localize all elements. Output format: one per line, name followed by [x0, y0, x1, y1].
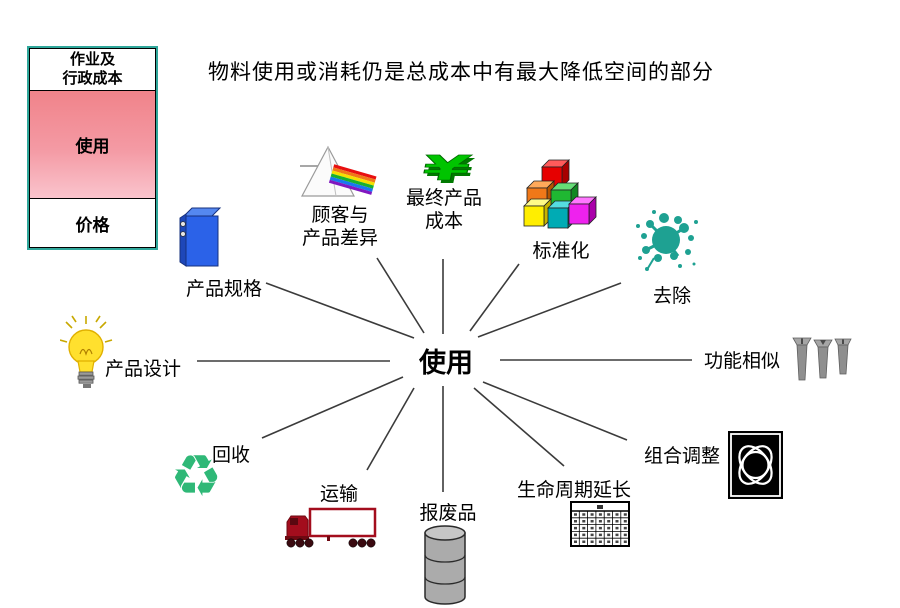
recycle-icon: ♻ [170, 442, 222, 510]
spoke-label-product-design: 产品设计 [104, 359, 181, 380]
knot-icon [728, 431, 783, 499]
spoke-line [265, 282, 415, 339]
spoke-line [477, 282, 622, 338]
bulb-icon [60, 315, 113, 388]
cost-bar-price-section: 价格 [29, 199, 156, 248]
hub-label: 使用 [412, 341, 480, 380]
spoke-label-standardization: 标准化 [532, 241, 590, 262]
spoke-label-customer-difference-line2: 产品差异 [301, 228, 378, 249]
svg-text:¥: ¥ [419, 148, 475, 188]
spoke-label-removal: 去除 [652, 286, 691, 307]
spoke-label-final-product-cost: 最终产品 成本 [398, 187, 490, 233]
blocks-icon [523, 159, 597, 229]
slide-title: 物料使用或消耗仍是总成本中有最大降低空间的部分 [208, 60, 714, 84]
spoke-label-final-product-cost-line2: 成本 [424, 211, 463, 232]
prism-icon [300, 145, 377, 197]
spoke-line [366, 387, 415, 471]
binder-icon [179, 207, 222, 267]
spoke-line [473, 387, 565, 467]
money-icon: ¥ ¥ [418, 148, 478, 190]
cost-bar-use-label: 使用 [75, 137, 110, 156]
spoke-line [469, 263, 520, 332]
spoke-label-similar-function: 功能相似 [703, 351, 780, 372]
cost-bar-admin-line1: 作业及 [69, 51, 115, 68]
cost-bar-use-section: 使用 [29, 91, 156, 199]
spoke-label-recycling: 回收 [211, 445, 250, 466]
spoke-label-transport: 运输 [319, 484, 358, 505]
spoke-label-lifecycle-extension: 生命周期延长 [516, 480, 631, 501]
spoke-line [261, 376, 404, 439]
screws-icon [792, 337, 852, 381]
spoke-label-final-product-cost-line1: 最终产品 [405, 188, 482, 209]
splat-icon [636, 210, 698, 271]
spoke-label-portfolio-adjustment: 组合调整 [643, 446, 720, 467]
cost-bar: 作业及 行政成本 使用 价格 [27, 46, 158, 250]
spoke-line [482, 381, 628, 441]
spoke-label-scrap: 报废品 [419, 503, 477, 524]
spoke-label-product-spec: 产品规格 [185, 279, 262, 300]
svg-text:¥: ¥ [422, 151, 478, 190]
drum-icon [424, 525, 466, 605]
cost-bar-price-label: 价格 [75, 215, 110, 235]
cost-bar-admin-section: 作业及 行政成本 [29, 48, 156, 91]
spoke-label-customer-difference: 顾客与 产品差异 [294, 204, 386, 250]
cost-bar-admin-line2: 行政成本 [62, 70, 123, 87]
spoke-line [376, 257, 425, 334]
spoke-label-customer-difference-line1: 顾客与 [311, 205, 369, 226]
calendar-icon [570, 501, 630, 547]
truck-icon [285, 507, 377, 548]
